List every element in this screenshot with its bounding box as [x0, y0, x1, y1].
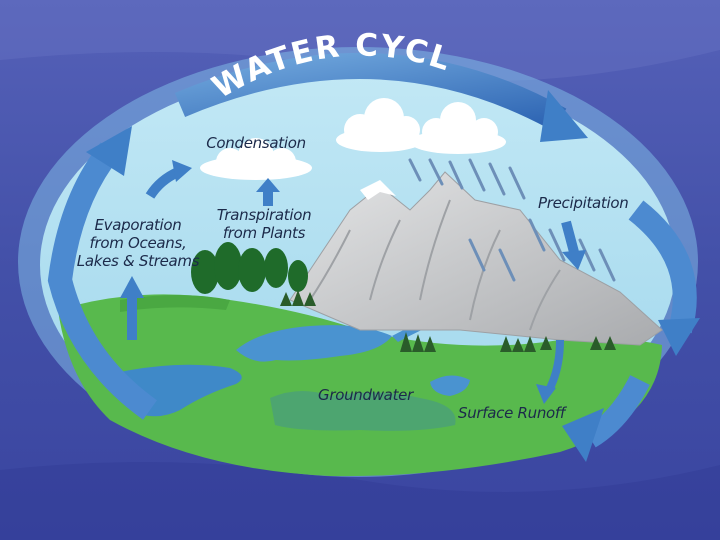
arrow-bottom-right-head [562, 408, 604, 462]
label-evaporation: Evaporation from Oceans, Lakes & Streams [76, 216, 200, 270]
label-surface-runoff: Surface Runoff [458, 404, 565, 422]
label-transpiration-line-2: from Plants [222, 224, 306, 242]
groundwater-layer [270, 390, 456, 431]
evaporation-up-arrow-head [172, 160, 192, 182]
transpiration-arrow-head [256, 178, 280, 192]
snow-cap [360, 180, 396, 200]
hill-shadow [120, 295, 230, 312]
land [58, 294, 662, 477]
pond [430, 375, 470, 396]
label-groundwater: Groundwater [318, 386, 413, 404]
label-evaporation-line-2: from Oceans, [89, 234, 187, 252]
cloud-rain-right [410, 102, 506, 154]
cloud-rain-left [336, 98, 424, 152]
arrow-top [174, 52, 567, 132]
background-sea-band [0, 462, 720, 540]
arrow-left-head [86, 126, 132, 176]
label-transpiration-line-1: Transpiration [216, 206, 312, 224]
label-evaporation-line-1: Evaporation [94, 216, 182, 234]
precipitation-arrow-head [562, 250, 586, 270]
label-transpiration: Transpiration from Plants [208, 206, 320, 242]
label-evaporation-line-3: Lakes & Streams [76, 252, 200, 270]
evaporation-arrow-head [120, 276, 144, 298]
arrow-bottom-right [584, 374, 650, 448]
cloud-condensation [200, 138, 312, 180]
precipitation-arrow [561, 220, 579, 254]
forest-right [280, 290, 616, 352]
arrow-right-head [658, 318, 700, 356]
mountain-range [289, 171, 663, 346]
lake [236, 325, 392, 362]
forest-left [191, 242, 308, 294]
rain [408, 158, 616, 282]
arrow-right [628, 200, 697, 334]
background-cloud-streak [0, 0, 720, 82]
label-condensation: Condensation [206, 134, 306, 152]
mountain-ridges [309, 199, 561, 331]
arrow-left [47, 142, 158, 420]
label-precipitation: Precipitation [538, 194, 629, 212]
arrow-top-head [540, 90, 588, 142]
runoff-arrow-head [536, 384, 556, 404]
